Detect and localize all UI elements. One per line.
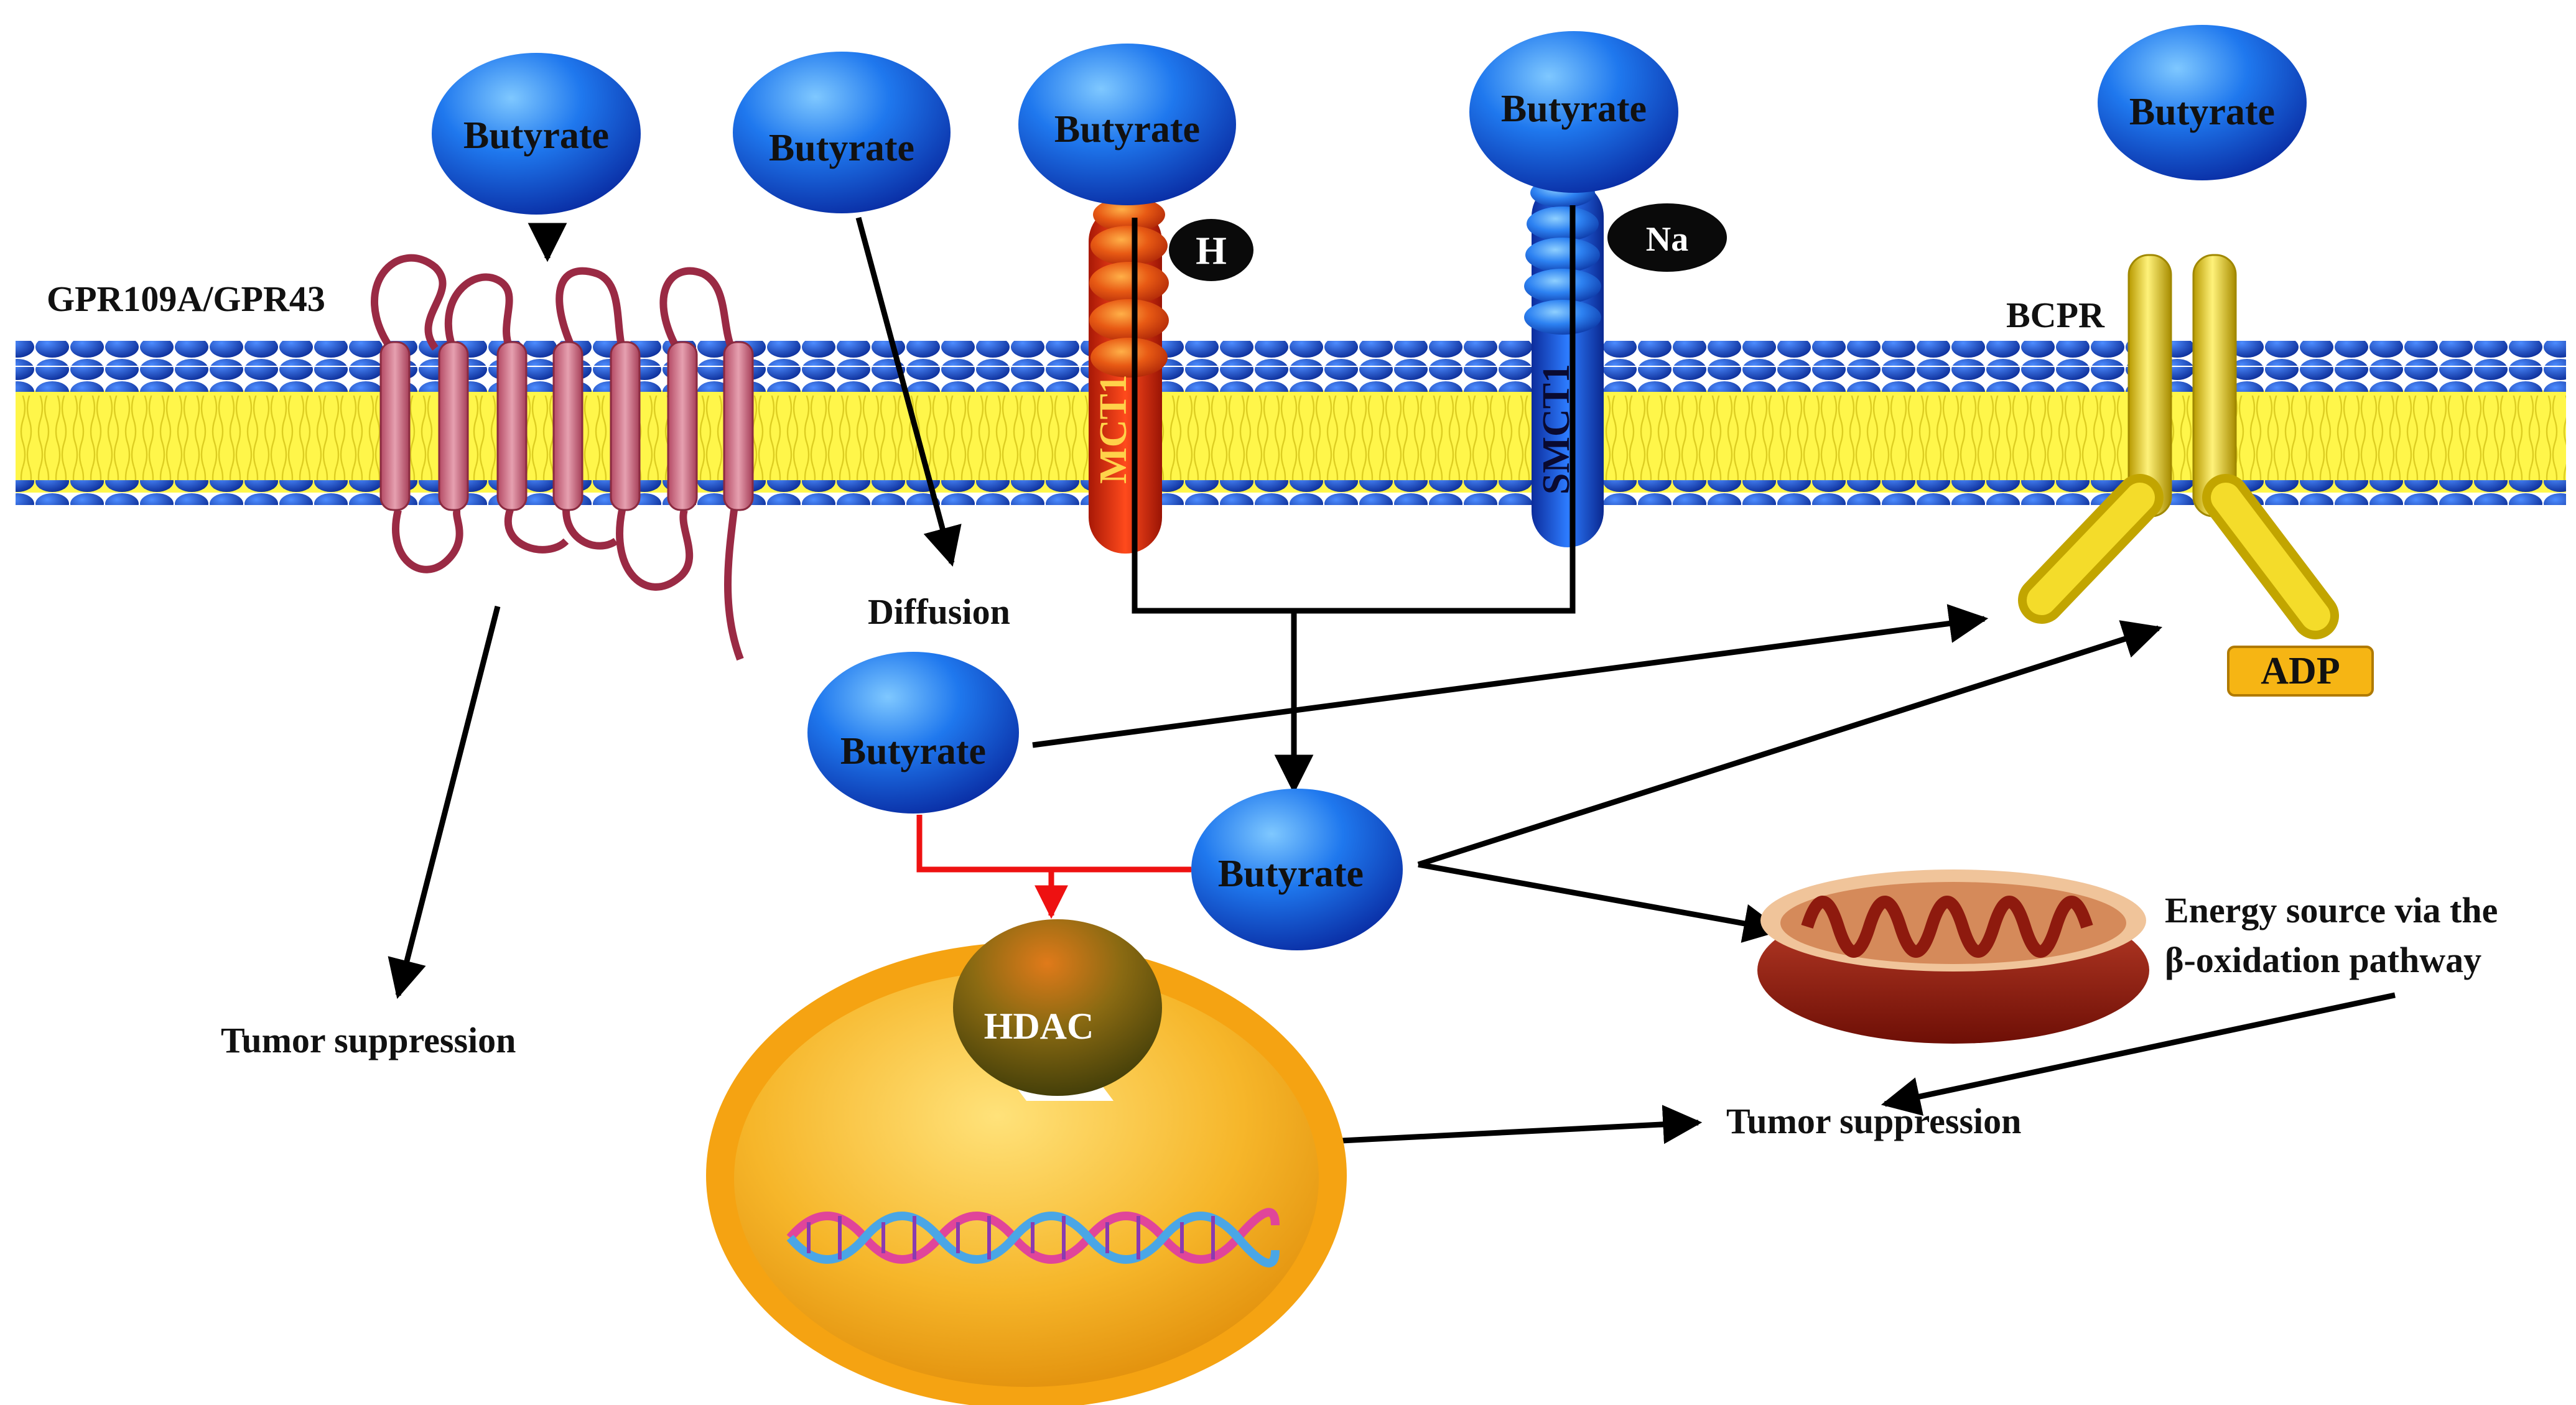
butyrate-molecule-4 (1469, 31, 1678, 193)
butyrate-molecule-2 (733, 52, 951, 213)
adp-label: ADP (2261, 650, 2340, 692)
bcpr-label: BCPR (2006, 295, 2105, 335)
butyrate-label-6: Butyrate (840, 730, 986, 772)
mitochondrion (1757, 869, 2149, 1044)
butyrate-molecule-3 (1018, 44, 1236, 205)
tumor-suppression-left-label: Tumor suppression (221, 1020, 516, 1060)
hdac-label: HDAC (984, 1006, 1094, 1047)
butyrate-label-7: Butyrate (1218, 853, 1364, 895)
butyrate-molecule-7 (1191, 789, 1403, 950)
butyrate-label-4: Butyrate (1501, 88, 1647, 130)
butyrate-label-5: Butyrate (2129, 91, 2275, 133)
butyrate-molecule-6 (807, 652, 1019, 814)
gpr-label: GPR109A/GPR43 (47, 279, 325, 319)
proton-ion (1169, 219, 1253, 281)
butyrate-label-2: Butyrate (769, 127, 914, 169)
smct1-transporter (1524, 178, 1604, 547)
dna-helix (786, 1208, 1280, 1268)
diffusion-label: Diffusion (868, 591, 1010, 632)
adp-badge (2227, 646, 2374, 697)
sodium-label: Na (1646, 220, 1688, 259)
proton-label: H (1196, 228, 1227, 272)
butyrate-molecule-5 (2098, 25, 2307, 180)
nucleus (706, 942, 1347, 1405)
butyrate-molecule-1 (432, 53, 641, 215)
mct1-label: MCT1 (1092, 374, 1135, 484)
gpr-receptor (371, 254, 754, 661)
mct1-transporter (1089, 197, 1169, 554)
butyrate-label-3: Butyrate (1054, 108, 1200, 151)
butyrate-label-1: Butyrate (463, 114, 609, 157)
hdac-enzyme (953, 919, 1162, 1101)
energy-source-label-line1: Energy source via the (2165, 890, 2498, 930)
hdac-inhibition-arrow (916, 815, 1191, 919)
bcpr-receptor (2018, 254, 2339, 639)
sodium-ion (1607, 203, 1727, 272)
energy-source-label-line2: β-oxidation pathway (2165, 940, 2481, 980)
tumor-suppression-right-label: Tumor suppression (1726, 1101, 2021, 1141)
